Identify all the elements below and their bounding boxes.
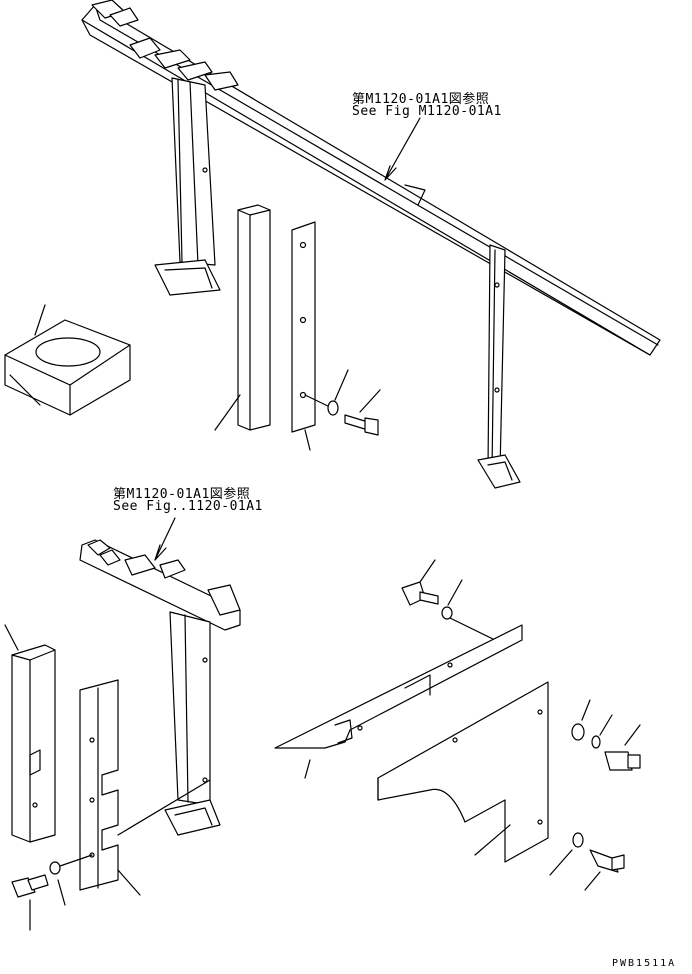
drawing-code: PWB1511A (612, 958, 677, 969)
lower-bracket-assembly (79, 539, 241, 836)
cover-strip (274, 624, 523, 779)
cover-panel (377, 681, 549, 863)
mid-reference-leader (154, 517, 176, 561)
bolt-upper (344, 389, 381, 436)
bolt-right (604, 724, 641, 771)
bolt-lower-left (11, 874, 49, 931)
plate-upper (291, 221, 333, 451)
top-bolt-right (401, 559, 439, 606)
washers-right (571, 699, 613, 749)
top-reference-leader (384, 117, 421, 181)
plate-lower (79, 679, 211, 896)
washer-lower-right (549, 832, 584, 876)
mid-reference-jp: 第M1120-01A1図参照 (113, 487, 251, 502)
spacer-bar-lower (4, 624, 56, 843)
spacer-bar-upper (214, 204, 271, 431)
mid-reference-en: See Fig..1120-01A1 (113, 499, 263, 514)
washer-lower-left (49, 854, 93, 906)
top-reference-jp: 第M1120-01A1図参照 (352, 92, 490, 107)
top-reference-en: See Fig M1120-01A1 (352, 104, 502, 119)
bolt-lower-right (584, 849, 625, 891)
top-rail-assembly (81, 0, 661, 489)
washer-top-right (441, 579, 496, 641)
washer-upper (327, 369, 349, 416)
saddle-block (4, 304, 131, 416)
